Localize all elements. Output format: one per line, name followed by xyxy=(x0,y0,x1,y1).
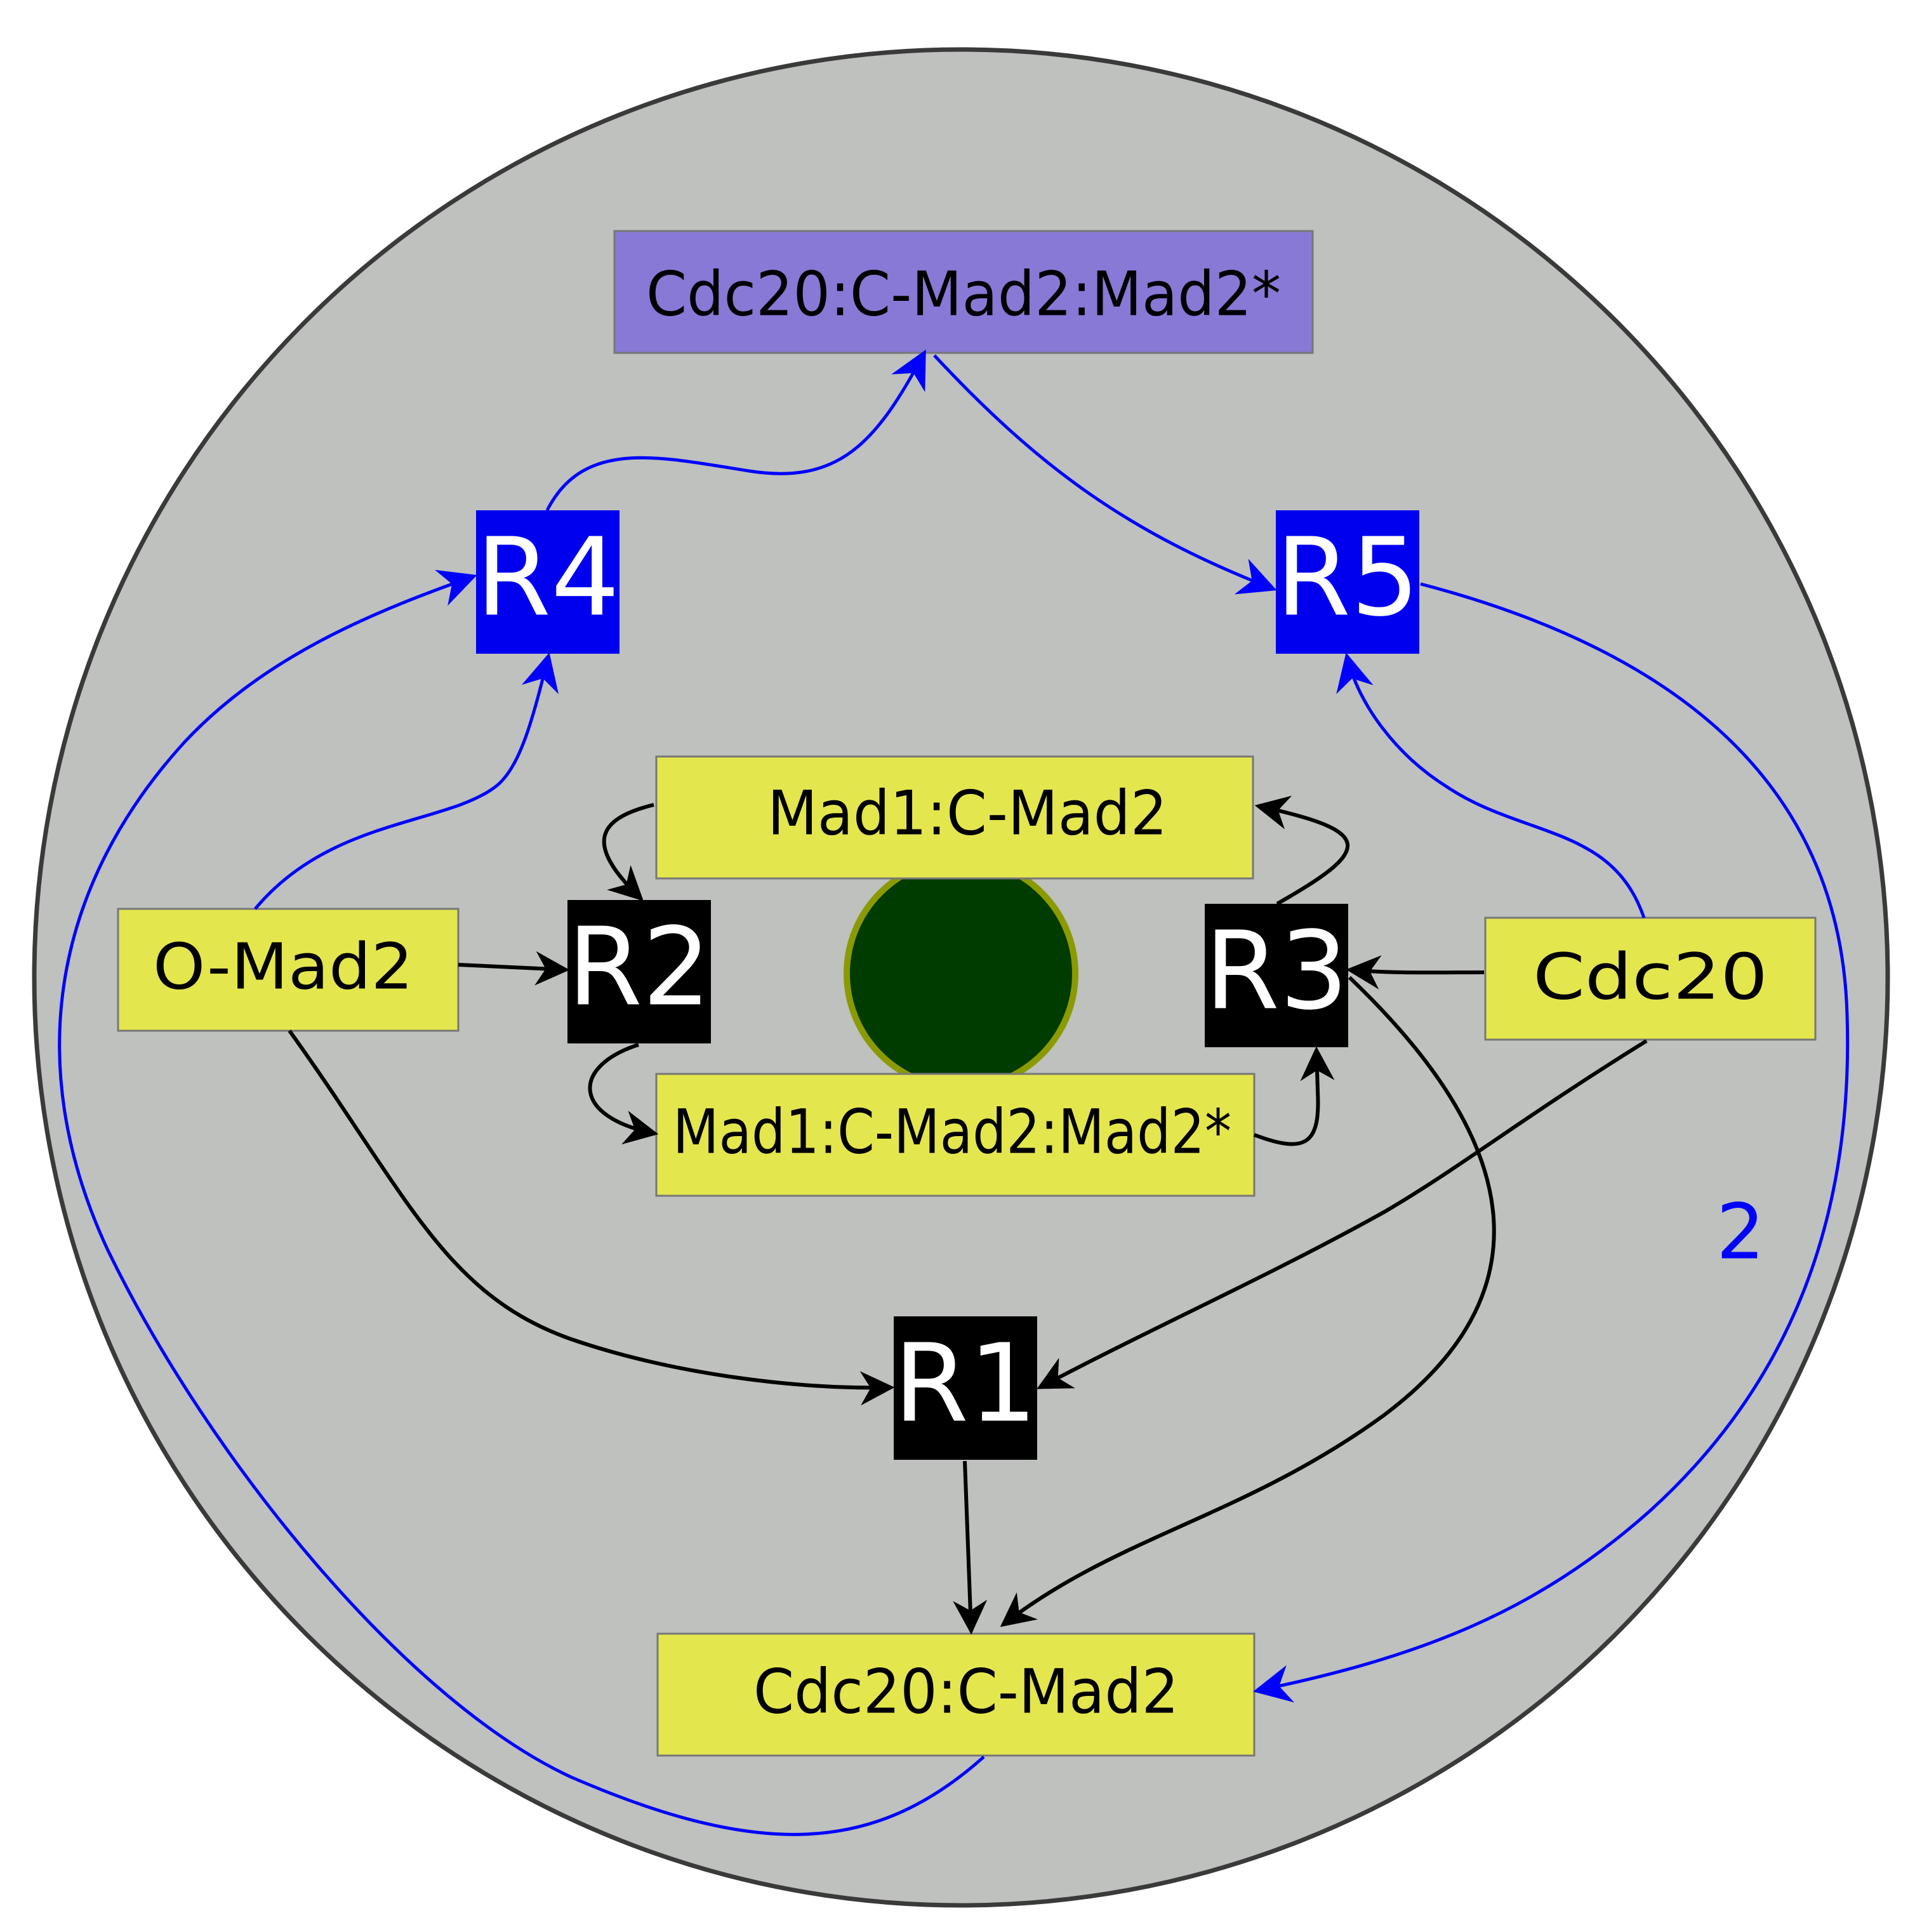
edge-omad2-to-r4 xyxy=(254,652,559,910)
edge-mad1cmad2mad2star-to-r3 xyxy=(1253,1046,1335,1146)
edge-mad1cmad2-to-r2 xyxy=(602,803,654,901)
edge-omad2-to-r1 xyxy=(288,1029,895,1406)
reaction-r5[interactable]: R5 xyxy=(1276,510,1419,654)
reaction-r3[interactable]: R3 xyxy=(1205,904,1348,1047)
species-mad1-cmad2-mad2star[interactable]: Mad1:C-Mad2:Mad2* xyxy=(655,1073,1256,1197)
complex-box xyxy=(613,230,1314,354)
species-label: Cdc20:C-Mad2 xyxy=(753,1656,1179,1727)
kinetochore-circle xyxy=(847,859,1075,1088)
species-cdc20-cmad2[interactable]: Cdc20:C-Mad2 xyxy=(656,1632,1256,1757)
reaction-box xyxy=(567,900,711,1043)
species-mad1-cmad2[interactable]: Mad1:C-Mad2 xyxy=(655,755,1254,880)
edge-r5-to-cdc20cmad2 xyxy=(1253,582,1850,1703)
reaction-box xyxy=(894,1316,1037,1460)
edge-r1-to-cdc20cmad2 xyxy=(953,1460,988,1635)
species-box xyxy=(656,1632,1256,1757)
edge-r2-to-mad1cmad2mad2star xyxy=(588,1043,659,1145)
reaction-r2[interactable]: R2 xyxy=(567,900,711,1043)
edge-complex-to-r5 xyxy=(933,354,1277,595)
species-label: Cdc20:C-Mad2:Mad2* xyxy=(646,258,1281,329)
reaction-box xyxy=(1205,904,1348,1047)
edge-omad2-to-r2 xyxy=(458,951,570,986)
edge-cdc20-to-r1 xyxy=(1037,1039,1648,1389)
edge-cdc20cmad2-to-r4 xyxy=(58,569,985,1836)
species-box xyxy=(655,1073,1256,1197)
cell-border xyxy=(32,47,1890,1908)
reaction-label: R1 xyxy=(894,1321,1037,1446)
species-label: O-Mad2 xyxy=(153,929,413,1003)
species-cdc20-cmad2-mad2star[interactable]: Cdc20:C-Mad2:Mad2* xyxy=(613,230,1314,354)
species-box xyxy=(117,908,460,1032)
reaction-r4[interactable]: R4 xyxy=(476,510,620,654)
edge-cdc20-to-r5 xyxy=(1336,652,1646,918)
reaction-box xyxy=(476,510,620,654)
edge-r3-to-cdc20cmad2 xyxy=(1000,976,1496,1627)
edge-r3-to-mad1cmad2 xyxy=(1254,795,1349,906)
species-label: Mad1:C-Mad2:Mad2* xyxy=(673,1096,1231,1167)
species-label: Cdc20 xyxy=(1533,939,1768,1014)
reaction-label: R5 xyxy=(1276,515,1419,640)
stoichiometry-label: 2 xyxy=(1716,1189,1765,1277)
reaction-label: R3 xyxy=(1205,908,1348,1034)
blue-edges xyxy=(58,349,1850,1836)
reaction-label: R4 xyxy=(476,515,620,640)
species-box xyxy=(655,755,1254,880)
edge-cdc20-to-r3 xyxy=(1346,955,1485,989)
edge-r4-to-complex xyxy=(545,349,926,512)
species-box xyxy=(1484,916,1817,1041)
black-edges xyxy=(288,795,1648,1635)
reaction-box xyxy=(1276,510,1419,654)
species-omad2[interactable]: O-Mad2 xyxy=(117,908,460,1032)
reaction-label: R2 xyxy=(567,904,711,1030)
reaction-r1[interactable]: R1 xyxy=(894,1316,1037,1460)
species-cdc20[interactable]: Cdc20 xyxy=(1484,916,1817,1041)
species-label: Mad1:C-Mad2 xyxy=(767,777,1167,849)
